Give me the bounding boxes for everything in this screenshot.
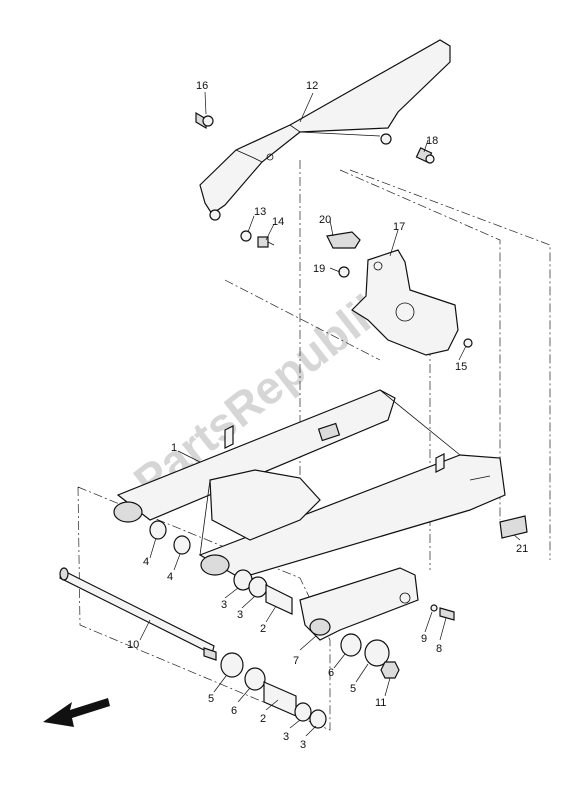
callout-19: 19 xyxy=(313,263,325,275)
callout-7: 7 xyxy=(293,655,299,667)
bolt-15 xyxy=(463,338,473,348)
callout-11: 11 xyxy=(375,697,386,709)
bolt-16 xyxy=(195,111,214,130)
swingarm xyxy=(113,389,506,579)
callout-4a: 4 xyxy=(143,556,149,568)
callout-20: 20 xyxy=(319,214,331,226)
callout-14: 14 xyxy=(272,216,284,228)
relay-arm xyxy=(299,567,419,641)
callout-6b: 6 xyxy=(231,705,237,717)
callout-2a: 2 xyxy=(260,623,266,635)
bolt-13-14 xyxy=(240,230,275,248)
chain-guard xyxy=(199,39,451,221)
callout-labels: 16 12 18 13 14 20 17 19 15 1 21 4 4 3 3 … xyxy=(127,80,528,751)
callout-8: 8 xyxy=(436,643,442,655)
callout-4b: 4 xyxy=(167,571,173,583)
plate-21 xyxy=(499,515,528,539)
leader-lines xyxy=(139,91,521,737)
callout-17: 17 xyxy=(393,221,405,233)
callout-3c: 3 xyxy=(283,731,289,743)
callout-13: 13 xyxy=(254,206,266,218)
callout-5a: 5 xyxy=(350,683,356,695)
screw-19 xyxy=(338,266,350,278)
bolt-18 xyxy=(415,147,435,164)
bearings-4 xyxy=(149,520,191,555)
lower-bearing-set xyxy=(220,652,327,729)
callout-21: 21 xyxy=(516,543,528,555)
callout-12: 12 xyxy=(306,80,318,92)
bearings-3-upper xyxy=(233,569,293,615)
callout-16: 16 xyxy=(196,80,208,92)
clip-20 xyxy=(326,231,361,249)
bracket-17 xyxy=(351,249,459,356)
callout-2b: 2 xyxy=(260,713,266,725)
callout-3d: 3 xyxy=(300,739,306,751)
pivot-shaft xyxy=(59,567,217,661)
callout-10: 10 xyxy=(127,639,139,651)
callout-15: 15 xyxy=(455,361,467,373)
callout-3b: 3 xyxy=(237,609,243,621)
washer-9-bolt-8 xyxy=(430,604,455,621)
callout-3a: 3 xyxy=(221,599,227,611)
callout-5b: 5 xyxy=(208,693,214,705)
callout-6a: 6 xyxy=(328,667,334,679)
callout-1: 1 xyxy=(171,442,177,454)
callout-9: 9 xyxy=(421,633,427,645)
right-bearing-set xyxy=(340,633,400,679)
callout-18: 18 xyxy=(426,135,438,147)
front-direction-arrow-icon xyxy=(43,698,110,727)
